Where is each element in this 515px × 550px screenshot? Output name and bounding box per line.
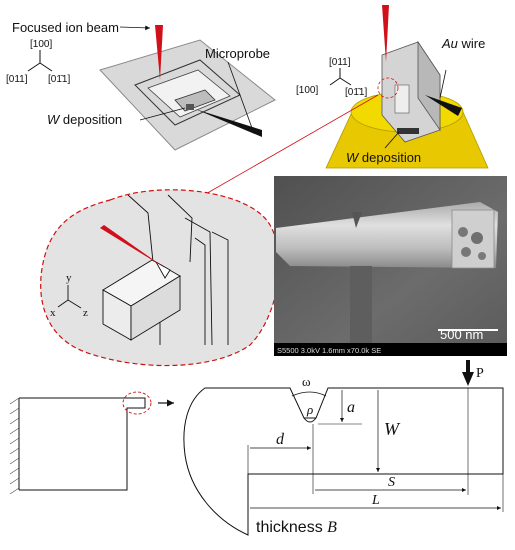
ion-beam-left: [155, 25, 163, 80]
crystal-axes-left: [100] [011] [01̄1]: [6, 39, 70, 85]
sem-pore-2: [471, 232, 483, 244]
crystal-axes-right: [011] [100] [01̄1]: [296, 57, 367, 98]
label-au-wire: Au wire: [441, 36, 485, 51]
wdep-right-leader: [384, 131, 400, 149]
P-load-arrow: [462, 372, 474, 386]
axis-right-left: [100]: [296, 85, 318, 96]
axis-right-right: [01̄1]: [345, 87, 367, 98]
sem-notch: [352, 212, 362, 228]
needle-right: [425, 95, 462, 116]
axis-x: x: [50, 307, 56, 319]
microprobe-leader: [227, 61, 253, 129]
axis-left-top: [100]: [30, 39, 52, 50]
zoom-edge-4: [194, 237, 206, 345]
au-wire-schematic: [325, 5, 489, 169]
label-w-deposition-right: W deposition: [346, 150, 421, 165]
fib-leader: [119, 25, 151, 31]
label-d: d: [276, 431, 285, 448]
sem-rod: [276, 202, 498, 268]
notch-root: [303, 417, 317, 423]
label-a: a: [347, 399, 355, 416]
small-cantilever: [19, 397, 146, 491]
wdep-left-leader: [139, 107, 186, 121]
label-rho: ρ: [306, 402, 313, 417]
zoom-cantilever-side: [130, 275, 181, 341]
zoom-view: [40, 189, 280, 367]
w-deposition-right-spot: [397, 128, 419, 134]
axis-right-top: [011]: [329, 57, 351, 68]
sem-image: 500 nm S5500 3.0kV 1.6mm x70.0k SE: [274, 176, 507, 356]
sem-pore-1: [458, 227, 468, 237]
label-w-deposition-left: W deposition: [47, 112, 122, 127]
trench-inner: [147, 69, 231, 118]
label-W: W: [384, 419, 401, 439]
zoom-notch: [154, 260, 171, 279]
lamella-notch: [394, 84, 410, 114]
sem-info-bar: [274, 343, 507, 356]
sem-post: [350, 266, 372, 346]
zoom-edge-1: [127, 194, 154, 263]
zoom-edge-2: [167, 194, 193, 263]
axis-left-right: [01̄1]: [48, 74, 70, 85]
label-focused-ion-beam: Focused ion beam: [12, 20, 119, 35]
xyz-axes: y x z: [50, 272, 88, 319]
zoom-link-line: [189, 94, 379, 204]
label-omega: ω: [302, 374, 311, 389]
zoom-source-circle: [377, 77, 399, 99]
sem-pore-4: [478, 252, 486, 260]
label-thickness: thickness B: [256, 519, 337, 536]
zoom-edge-5: [211, 231, 229, 345]
label-P: P: [476, 366, 484, 381]
ion-beam-right: [382, 5, 389, 62]
P-load-shaft: [466, 360, 470, 374]
small-zoom-circle: [122, 391, 152, 415]
microprobe-needle: [195, 109, 262, 137]
lamella-block: [174, 89, 216, 112]
w-deposition-spot: [186, 104, 194, 110]
beam-geometry: [9, 360, 504, 536]
sem-scalebar: [438, 329, 498, 331]
axis-z: z: [83, 307, 88, 319]
label-L: L: [371, 493, 380, 508]
zoom-ion-beam: [100, 225, 165, 268]
sem-info-text: S5500 3.0kV 1.6mm x70.0k SE: [277, 346, 381, 355]
sem-pore-3: [461, 247, 471, 257]
label-S: S: [388, 475, 395, 490]
lamella-side: [417, 40, 441, 132]
label-microprobe: Microprobe: [205, 46, 270, 61]
axis-y: y: [66, 272, 72, 284]
au-wire-leader: [439, 69, 447, 99]
wall-hatch: [9, 397, 20, 495]
axis-left-left: [011]: [6, 74, 28, 85]
liftout-schematic: [99, 25, 276, 151]
zoom-edge-3: [184, 217, 213, 346]
beam-outline: [183, 387, 504, 536]
sem-scale-label: 500 nm: [440, 327, 483, 342]
omega-arc: [291, 391, 327, 397]
